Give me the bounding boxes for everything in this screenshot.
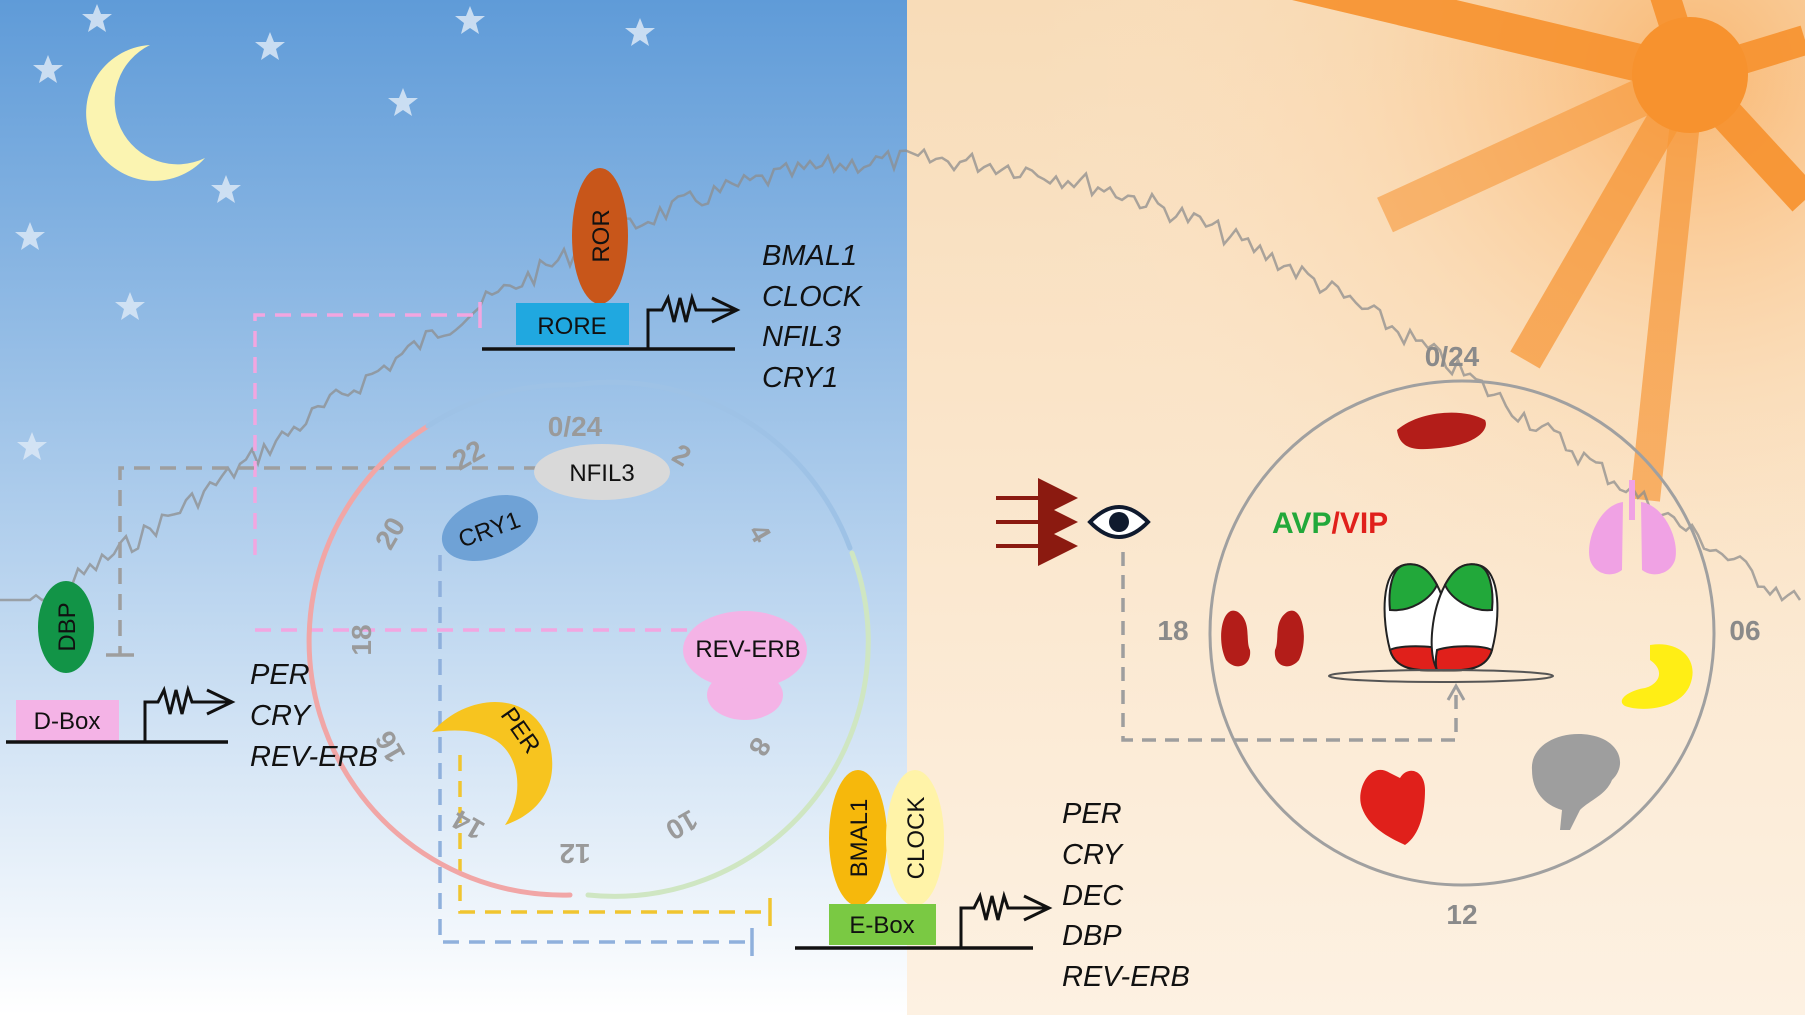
dbox-element <box>16 700 119 741</box>
heart-icon <box>1360 769 1425 845</box>
svg-text:PER: PER <box>1062 798 1122 830</box>
clock-hour-label: 0/24 <box>548 411 603 442</box>
svg-text:CRY: CRY <box>250 700 313 732</box>
svg-text:REV-ERB: REV-ERB <box>250 741 378 773</box>
rore-element <box>516 303 629 345</box>
right-clock <box>1208 379 1716 887</box>
nfil3-protein <box>534 444 670 500</box>
hour-right: 06 <box>1729 615 1760 646</box>
svg-text:NFIL3: NFIL3 <box>762 321 841 353</box>
per-protein <box>432 701 553 825</box>
hour-bottom: 12 <box>1446 899 1477 930</box>
ror-protein <box>572 168 628 304</box>
scn-label: AVP/VIP <box>1272 507 1388 540</box>
ror-label: ROR <box>588 209 615 262</box>
clock-hour-label: 12 <box>559 838 590 869</box>
svg-text:DEC: DEC <box>1062 880 1124 912</box>
transcription-arrow-ebox <box>959 890 1047 948</box>
star-icon <box>388 88 418 116</box>
dbox-gene-list: PER CRY REV-ERB <box>250 659 378 773</box>
clock-protein <box>886 770 944 906</box>
svg-text:DBP: DBP <box>1062 920 1122 952</box>
vip-label: VIP <box>1340 507 1388 540</box>
svg-text:CLOCK: CLOCK <box>762 281 864 313</box>
lungs-icon <box>1589 480 1676 575</box>
ebox-gene-list: PER CRY DEC DBP REV-ERB <box>1062 798 1190 993</box>
transcription-arrow-dbox <box>143 684 230 742</box>
star-icon <box>455 6 485 34</box>
bmal1-label: BMAL1 <box>846 799 873 878</box>
nfil3-repression-line <box>118 466 540 655</box>
avp-label: AVP <box>1272 507 1331 540</box>
eye-icon <box>1087 505 1151 539</box>
nfil3-label: NFIL3 <box>569 460 634 487</box>
retino-hypothalamic-path <box>1121 552 1458 742</box>
svg-text:PER: PER <box>250 659 310 691</box>
star-icon <box>115 292 145 320</box>
rev-erb-protein <box>683 611 807 720</box>
scn-separator: / <box>1331 507 1340 540</box>
transcription-arrow-top <box>646 292 735 349</box>
ror-repression-line <box>253 313 480 555</box>
rev-erb-label: REV-ERB <box>695 636 800 663</box>
star-icon <box>15 222 45 250</box>
top-gene-list: BMAL1 CLOCK NFIL3 CRY1 <box>762 240 864 394</box>
bmal1-protein <box>829 770 887 906</box>
brain-icon <box>1531 734 1621 830</box>
left-clock <box>306 379 871 899</box>
liver-icon <box>1397 412 1486 450</box>
star-icon <box>211 175 241 203</box>
stomach-icon <box>1621 644 1693 709</box>
star-icon <box>82 4 112 32</box>
svg-text:CRY1: CRY1 <box>762 362 838 394</box>
scn-icon <box>1328 563 1554 683</box>
per-repression-line <box>458 755 770 914</box>
svg-text:BMAL1: BMAL1 <box>762 240 857 272</box>
dbp-protein <box>38 581 94 673</box>
light-input-arrows <box>996 478 1078 566</box>
svg-text:REV-ERB: REV-ERB <box>1062 961 1190 993</box>
cry1-protein <box>441 495 539 561</box>
svg-text:CRY: CRY <box>1062 839 1125 871</box>
kidney-icon <box>1221 610 1304 667</box>
stars <box>15 4 655 460</box>
star-icon <box>17 432 47 460</box>
star-icon <box>625 18 655 46</box>
rhythm-trace <box>0 147 1802 602</box>
clock-label: CLOCK <box>903 797 930 880</box>
moon-icon <box>86 45 205 181</box>
hour-left: 18 <box>1157 615 1188 646</box>
clock-hour-label: 18 <box>346 624 377 655</box>
star-icon <box>255 32 285 60</box>
dbox-label: D-Box <box>34 708 101 735</box>
ebox-label: E-Box <box>849 912 914 939</box>
star-icon <box>33 55 63 83</box>
rore-label: RORE <box>537 313 606 340</box>
ebox-element <box>829 904 936 945</box>
hour-top: 0/24 <box>1425 341 1480 372</box>
dbp-label: DBP <box>54 602 81 651</box>
sun-icon <box>1291 0 1805 502</box>
